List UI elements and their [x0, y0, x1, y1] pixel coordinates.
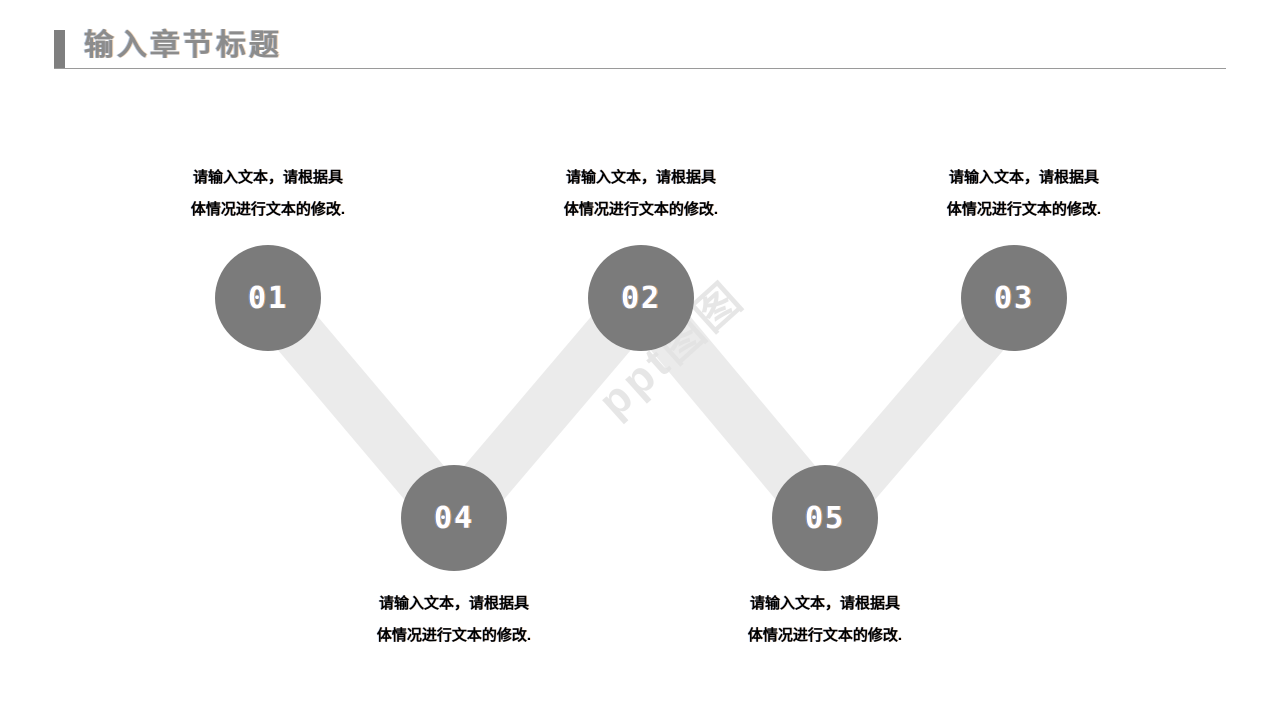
node-caption-03: 请输入文本，请根据具 体情况进行文本的修改. [879, 162, 1169, 226]
slide-header: 输入章节标题 [0, 0, 1280, 90]
caption-line-1: 请输入文本，请根据具 [565, 169, 716, 186]
caption-line-1: 请输入文本，请根据具 [948, 169, 1099, 186]
node-caption-05: 请输入文本，请根据具 体情况进行文本的修改. [680, 588, 970, 652]
caption-line-2: 体情况进行文本的修改. [376, 627, 532, 644]
node-number-04: 04 [433, 500, 475, 536]
node-circle-05[interactable]: 05 [772, 465, 878, 571]
node-number-03: 03 [993, 280, 1035, 316]
node-number-02: 02 [620, 280, 662, 316]
node-number-05: 05 [804, 500, 846, 536]
page-title: 输入章节标题 [84, 29, 282, 62]
node-caption-01: 请输入文本，请根据具 体情况进行文本的修改. [123, 162, 413, 226]
node-circle-03[interactable]: 03 [961, 245, 1067, 351]
caption-line-2: 体情况进行文本的修改. [190, 201, 346, 218]
caption-line-1: 请输入文本，请根据具 [749, 595, 900, 612]
title-accent-bar [54, 30, 65, 68]
node-caption-02: 请输入文本，请根据具 体情况进行文本的修改. [496, 162, 786, 226]
zigzag-flow-diagram: ppt图图 01 请输入文本，请根据具 体情况进行文本的修改. 02 请输入文本… [0, 90, 1280, 720]
caption-line-1: 请输入文本，请根据具 [192, 169, 343, 186]
node-number-01: 01 [247, 280, 289, 316]
caption-line-2: 体情况进行文本的修改. [563, 201, 719, 218]
node-circle-02[interactable]: 02 [588, 245, 694, 351]
node-caption-04: 请输入文本，请根据具 体情况进行文本的修改. [309, 588, 599, 652]
caption-line-1: 请输入文本，请根据具 [378, 595, 529, 612]
node-circle-01[interactable]: 01 [215, 245, 321, 351]
node-circle-04[interactable]: 04 [401, 465, 507, 571]
caption-line-2: 体情况进行文本的修改. [747, 627, 903, 644]
title-divider [54, 68, 1226, 69]
caption-line-2: 体情况进行文本的修改. [946, 201, 1102, 218]
